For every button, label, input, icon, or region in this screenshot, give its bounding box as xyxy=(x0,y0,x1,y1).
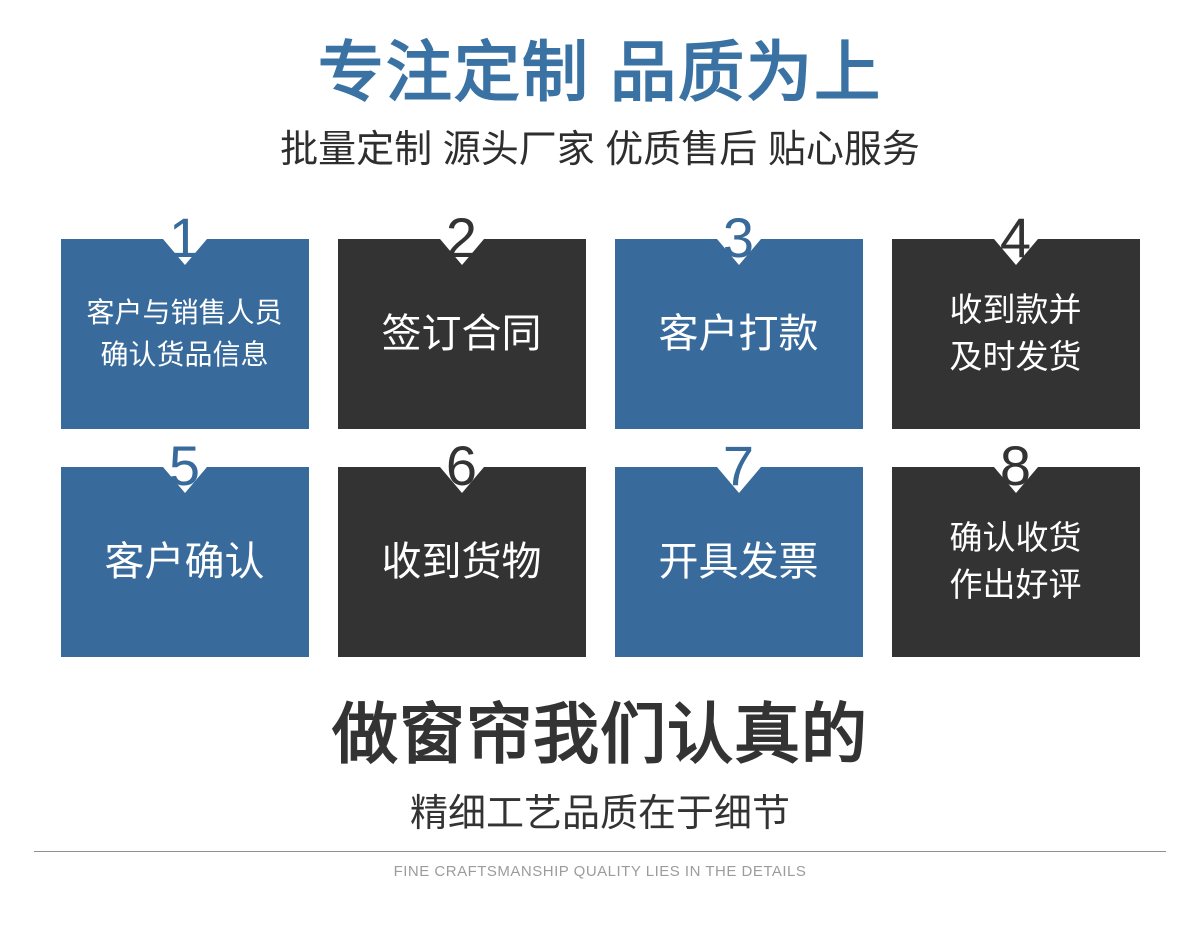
step-label: 签订合同 xyxy=(382,310,542,358)
step-label: 收到货物 xyxy=(382,538,542,586)
step-box: 签订合同 xyxy=(337,239,586,429)
notch-triangle-icon xyxy=(716,239,761,265)
step-number: 3 xyxy=(722,206,755,269)
step-number: 6 xyxy=(445,434,478,497)
notch-triangle-icon xyxy=(716,467,761,493)
step-label: 开具发票 xyxy=(659,538,819,586)
step-label-line: 开具发票 xyxy=(658,540,819,584)
step-label-line: 作出好评 xyxy=(949,566,1082,603)
footer-subheadline: 精细工艺品质在于细节 xyxy=(409,793,790,835)
step-cell-3: 3 客户打款 xyxy=(614,206,863,429)
step-label-line: 签订合同 xyxy=(381,312,542,356)
step-box: 客户确认 xyxy=(60,467,309,657)
step-label-line: 收到货物 xyxy=(381,540,542,584)
step-number: 7 xyxy=(722,434,755,497)
process-steps: 1 客户与销售人员 确认货品信息 2 签订合同 3 xyxy=(0,206,1200,657)
step-number: 8 xyxy=(999,434,1032,497)
step-cell-2: 2 签订合同 xyxy=(337,206,586,429)
step-label-line: 确认收货 xyxy=(949,519,1082,557)
step-box: 客户打款 xyxy=(614,239,863,429)
step-label: 客户与销售人员 确认货品信息 xyxy=(86,292,282,376)
step-label: 客户打款 xyxy=(659,310,819,358)
step-label-line: 收到款并 xyxy=(949,291,1082,329)
step-label: 客户确认 xyxy=(105,538,265,586)
step-cell-4: 4 收到款并 及时发货 xyxy=(891,206,1140,429)
step-number: 4 xyxy=(999,206,1032,269)
step-number: 5 xyxy=(168,434,201,497)
step-box: 收到款并 及时发货 xyxy=(891,239,1140,429)
step-label-line: 客户与销售人员 xyxy=(86,297,283,328)
notch-triangle-icon xyxy=(162,239,207,265)
step-box: 收到货物 xyxy=(337,467,586,657)
notch-triangle-icon xyxy=(993,467,1038,493)
page-subtitle: 批量定制 源头厂家 优质售后 贴心服务 xyxy=(280,129,920,171)
divider-line xyxy=(34,851,1166,852)
notch-triangle-icon xyxy=(439,239,484,265)
step-box: 开具发票 xyxy=(614,467,863,657)
step-cell-7: 7 开具发票 xyxy=(614,434,863,657)
step-label-line: 确认货品信息 xyxy=(100,339,269,370)
footer-caption: FINE CRAFTSMANSHIP QUALITY LIES IN THE D… xyxy=(393,863,807,880)
step-label-line: 客户打款 xyxy=(658,312,819,356)
step-cell-8: 8 确认收货 作出好评 xyxy=(891,434,1140,657)
footer-headline: 做窗帘我们认真的 xyxy=(332,697,868,771)
notch-triangle-icon xyxy=(439,467,484,493)
notch-triangle-icon xyxy=(993,239,1038,265)
notch-triangle-icon xyxy=(162,467,207,493)
step-number: 2 xyxy=(445,206,478,269)
step-label: 收到款并 及时发货 xyxy=(950,287,1082,381)
step-cell-6: 6 收到货物 xyxy=(337,434,586,657)
step-label-line: 及时发货 xyxy=(949,338,1082,375)
step-number: 1 xyxy=(168,206,201,269)
step-cell-1: 1 客户与销售人员 确认货品信息 xyxy=(60,206,309,429)
step-label-line: 客户确认 xyxy=(104,540,265,584)
step-cell-5: 5 客户确认 xyxy=(60,434,309,657)
step-box: 客户与销售人员 确认货品信息 xyxy=(60,239,309,429)
page-title: 专注定制 品质为上 xyxy=(317,35,883,109)
step-label: 确认收货 作出好评 xyxy=(950,515,1082,609)
step-box: 确认收货 作出好评 xyxy=(891,467,1140,657)
